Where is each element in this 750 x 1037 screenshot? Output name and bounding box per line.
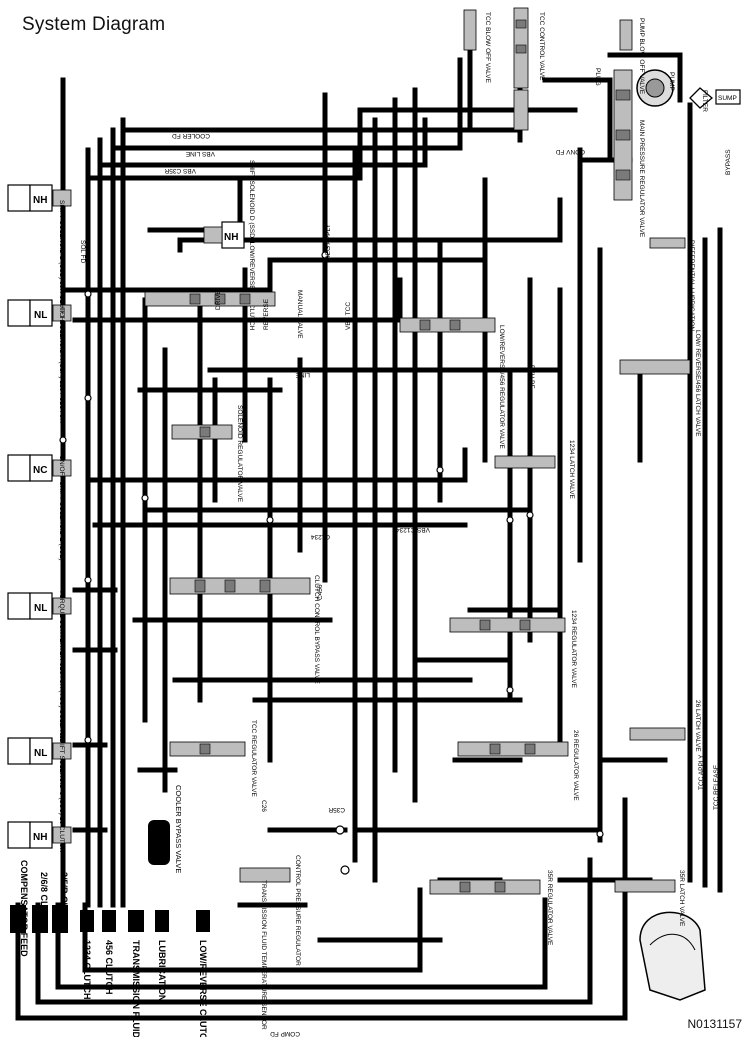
plug-label: PLUG	[594, 68, 601, 86]
valve-bodies	[144, 7, 691, 895]
lr456-latch-label: LOW/ REVERSE/456 LATCH VALVE	[694, 330, 701, 437]
junction-dots	[59, 251, 604, 875]
compensator-feed-label: COMPENSATOR FEED	[19, 860, 29, 957]
circuit-vbs-line: VBS LINE	[185, 150, 215, 157]
circuit-exh-bf: EXH BF	[528, 365, 535, 389]
low-reverse-clutch-label: LOW/REVERSE CLUTCH	[198, 940, 208, 1037]
tcc-blow-off-label: TCC BLOW OFF VALVE	[484, 12, 491, 84]
solenoid-ssd-lr-tag: NH	[224, 232, 238, 243]
solenoid-ssb: NH	[7, 184, 72, 212]
control-pressure-regulator-label: CONTROL PRESSURE REGULATOR	[294, 855, 301, 966]
solenoid-sse-label: ON/OFF SHIFT SOLENOID E (SSE)	[58, 455, 65, 561]
tft-sensor-label: TRANSMISSION FLUID TEMPERATURE SENSOR	[260, 880, 267, 1030]
solenoid-ssd: NH	[7, 821, 72, 849]
circuit-reverse: REVERSE	[263, 298, 270, 330]
regulator-35r-label: 35R REGULATOR VALVE	[546, 870, 553, 946]
circuit-vbs-c35r: VBS C35R	[164, 167, 196, 174]
circuit-c35r: C35R	[328, 806, 345, 813]
circuit-tcc-release: TCC RELEASE	[713, 764, 720, 810]
solenoid-ssd-lr-label: SHIFT SOLENOID D (SSD) LOW/REVERSE/456 C…	[248, 160, 255, 331]
sump-label: SUMP	[718, 95, 737, 102]
circuit-labels: COOLER FD VBS LINE VBS C35R SOL FD REG A…	[79, 132, 732, 1037]
tcc-control-label: TCC CONTROL VALVE	[538, 12, 545, 81]
solenoid-sse: NC	[7, 454, 72, 482]
page-title: System Diagram	[22, 14, 166, 35]
lubrication-label: LUBRICATION	[157, 940, 167, 1001]
clutch-456-label: 456 CLUTCH	[104, 940, 114, 995]
main-pressure-regulator-label: MAIN PRESSURE REGULATOR VALVE	[638, 120, 645, 238]
circuit-cooler-fd: COOLER FD	[172, 132, 210, 139]
regulator-26-label: 26 REGULATOR VALVE	[572, 730, 579, 801]
pump	[636, 69, 674, 107]
solenoid-sse-tag: NC	[33, 465, 47, 476]
solenoid-ssb-tag: NH	[33, 195, 47, 206]
circuit-conv-fd: CONV FD	[555, 148, 585, 155]
solenoid-tcc-tag: NL	[34, 603, 47, 614]
sump-box	[715, 89, 741, 105]
torque-converter	[639, 911, 706, 1001]
clutch-blocks	[10, 905, 210, 933]
solenoid-ssd-low-reverse: NH	[203, 221, 245, 249]
clutch-1234-label: 1234 CLUTCH	[82, 940, 92, 1000]
circuit-c1234: C1234	[310, 533, 330, 540]
clutch-control-bypass-label: CLUTCH CONTROL BYPASS VALVE	[313, 575, 320, 685]
filter-label: FILTER	[701, 90, 708, 112]
circuit-c26: C26	[260, 800, 267, 812]
latch-35r-label: 35R LATCH VALVE	[678, 870, 685, 927]
circuit-comp-fd: COMP FD	[270, 1030, 300, 1037]
manual-valve-label: MANUAL VALVE	[296, 290, 303, 339]
circuit-vbs-c1234: VBS C1234	[396, 526, 430, 533]
regulator-1234-label: 1234 REGULATOR VALVE	[570, 610, 577, 689]
solenoid-ssb-label: SHIFT SOLENOID B (SSB) 35R CLUTCH	[58, 200, 65, 322]
solenoid-tcc-label: TORQUE CONVERTER CLUTCH (TCC) SOLENOID	[58, 590, 65, 744]
circuit-sol-fd: SOL FD	[79, 240, 86, 264]
latch-26-label: 26 LATCH VALVE	[694, 700, 701, 752]
circuit-vbs-tcc: VBS TCC	[345, 302, 352, 330]
solenoid-ssc-tag: NL	[34, 748, 47, 759]
circuit-bypass: BYPASS	[725, 149, 732, 175]
pump-label: PUMP	[668, 72, 675, 91]
cooler-bypass-label: COOLER BYPASS VALVE	[174, 785, 183, 873]
solenoid-ssa: NL	[7, 299, 72, 327]
latch-1234-label: 1234 LATCH VALVE	[568, 440, 575, 500]
solenoid-ssa-tag: NL	[34, 310, 47, 321]
figure-id: N0131157	[687, 1017, 743, 1031]
solenoid-ssc: NL	[7, 737, 72, 765]
differential-lubrication-label: DIFFERENTIAL LUBRICATION	[688, 240, 695, 331]
circuit-reg-apply: REG APPLY	[325, 223, 332, 260]
circuit-c456: C456	[317, 584, 324, 600]
cooler-bypass-valve-body	[148, 820, 170, 865]
circuit-tcc-apply: TCC APPLY	[698, 754, 705, 790]
solenoid-tcc: NL	[7, 592, 72, 620]
clutch-35r-label: 3/5/R CLUTCH	[59, 872, 69, 933]
solenoid-ssa-label: SHIFT SOLENOID A (SSA) 1234 CLUTCH	[58, 300, 65, 423]
tfc-label: TRANSMISSION FLUID COOLER	[131, 940, 141, 1037]
lr456-regulator-label: LOW/REVERSE/456 REGULATOR VALVE	[498, 325, 505, 449]
clutch-268-label: 2/6/8 CLUTCH	[39, 872, 49, 932]
solenoid-regulator-label: SOLENOID REGULATOR VALVE	[236, 405, 243, 503]
solenoid-ssd-tag: NH	[33, 832, 47, 843]
tcc-regulator-label: TCC REGULATOR VALVE	[250, 720, 257, 797]
circuit-drive: DRIVE	[215, 289, 222, 310]
circuit-line: LINE	[295, 371, 310, 378]
solenoid-ssc-label: SHIFT SOLENOID C (SSC) 26 CLUTCH	[58, 735, 65, 853]
pump-blow-off-label: PUMP BLOW OFF VALVE	[638, 18, 645, 95]
filter-icon	[689, 87, 714, 109]
